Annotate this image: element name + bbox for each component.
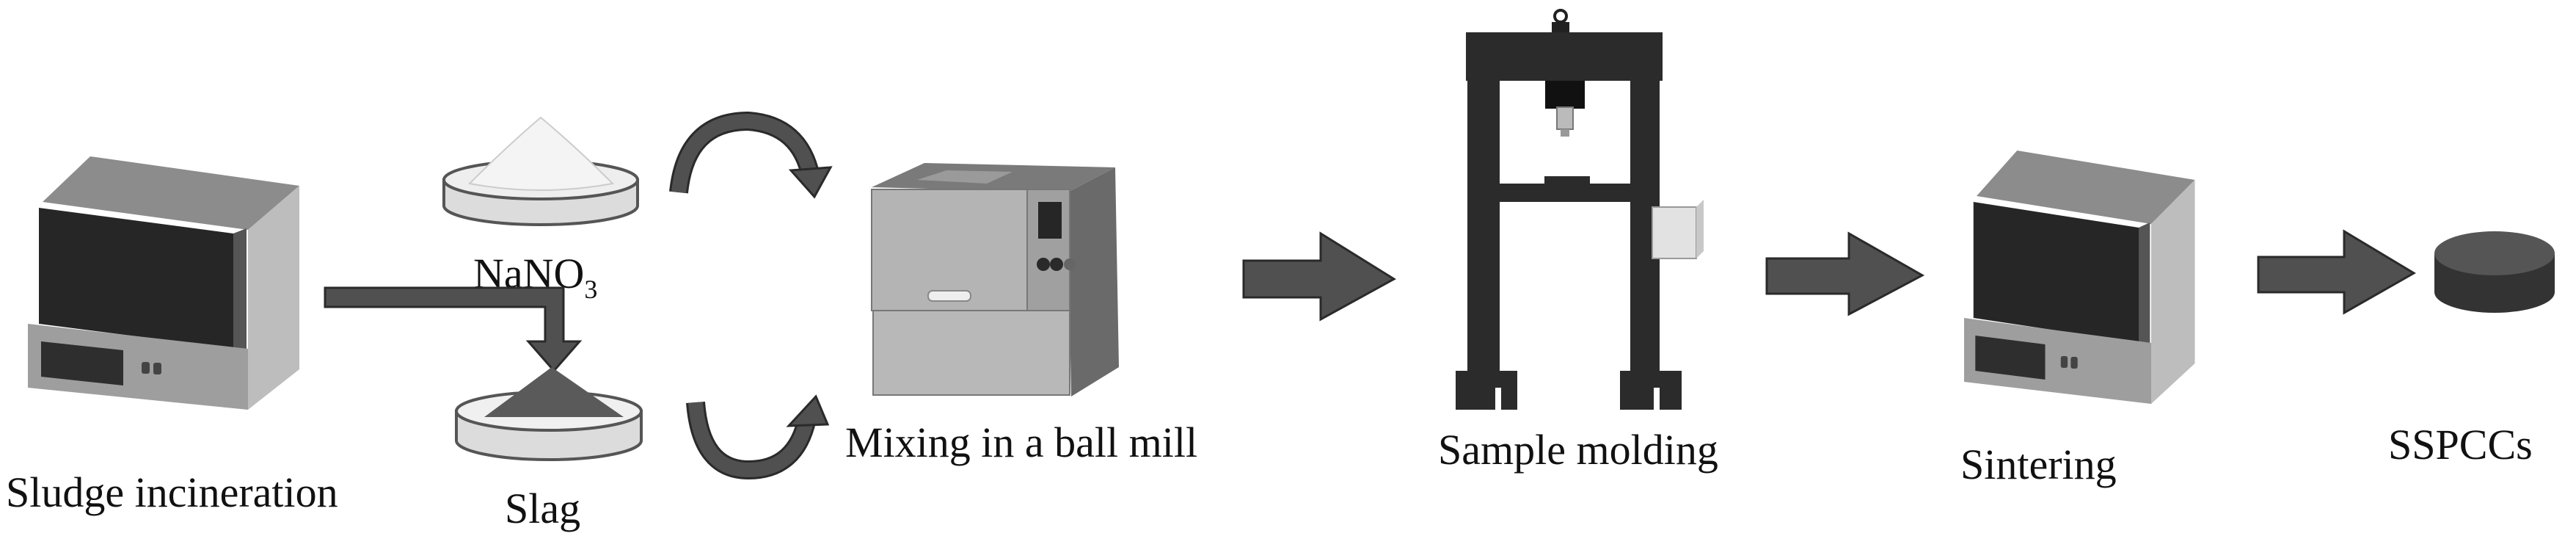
label-sludge-incineration: Sludge incineration — [6, 468, 338, 516]
arrow-right-icon — [1242, 231, 1396, 322]
curved-arrow-top-icon — [669, 111, 833, 199]
label-sintering: Sintering — [1960, 441, 2117, 488]
label-slag: Slag — [505, 485, 580, 532]
hydraulic-press-icon — [1456, 9, 1704, 410]
arrow-right-icon — [1765, 231, 1925, 316]
sintering-furnace-icon — [1964, 151, 2195, 404]
incineration-furnace-icon — [28, 156, 299, 410]
label-sample-molding: Sample molding — [1438, 426, 1718, 474]
curved-arrow-bottom-icon — [686, 394, 830, 480]
label-mixing-ball-mill: Mixing in a ball mill — [845, 419, 1197, 466]
sspcc-disc-icon — [2434, 231, 2555, 313]
l-arrow-icon — [324, 286, 583, 373]
ball-mill-icon — [871, 163, 1119, 396]
label-sspccs: SSPCCs — [2388, 421, 2533, 468]
slag-dish-icon — [455, 367, 643, 461]
arrow-right-icon — [2257, 229, 2416, 315]
nano3-dish-icon — [442, 116, 639, 226]
